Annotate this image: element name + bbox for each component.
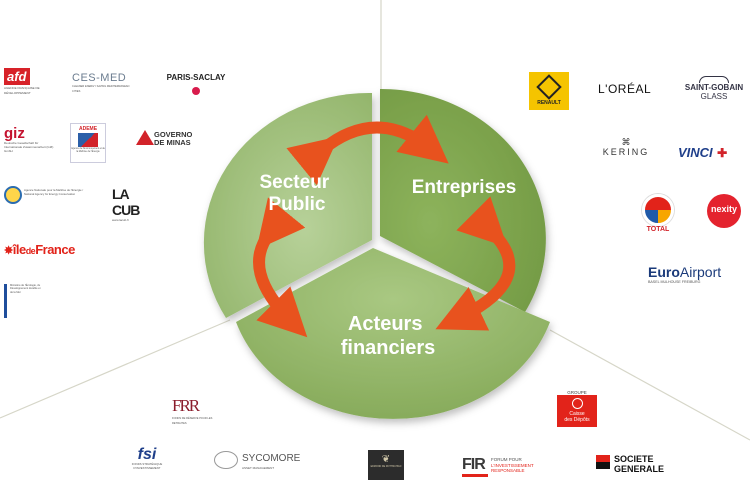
logo-giz: giz Deutsche Gesellschaft für Internatio… [4, 126, 56, 153]
rothschild-sub: EDMOND DE ROTHSCHILD [370, 465, 402, 468]
kering-owl-icon: ⌘ [621, 137, 631, 147]
anme-sub: Agence Nationale pour la Maîtrise de l'E… [24, 188, 84, 196]
flow-arrows [253, 114, 516, 338]
logo-kering: ⌘ KERING [596, 137, 656, 158]
logo-ademe: ADEME Agence de l'Environnement et de la… [70, 123, 106, 163]
giz-mark: giz [4, 125, 25, 142]
euroairport-name1: Euro [648, 264, 680, 280]
fir-sub2: L'INVESTISSEMENT [491, 462, 534, 468]
minas-name2: DE MINAS [154, 138, 191, 147]
la-cub-name: LA CUB [112, 186, 140, 218]
minas-triangle-icon [136, 130, 154, 145]
ademe-name: ADEME [78, 126, 98, 132]
saint-gobain-arch-icon [699, 76, 729, 83]
saint-gobain-name1: SAINT-GOBAIN [684, 83, 744, 92]
afd-sub: AGENCE FRANÇAISE DE DÉVELOPPEMENT [4, 86, 40, 95]
label-acteurs-financiers: Acteurs financiers [341, 313, 435, 359]
total-swirl-icon [642, 194, 674, 226]
renault-name: RENAULT [537, 100, 561, 106]
caisse-groupe: GROUPE [567, 390, 587, 395]
logo-caisse-des-depots: GROUPE Caisse des Dépôts [557, 390, 597, 427]
logo-vinci: VINCI ✚ [678, 144, 748, 162]
kering-name: KERING [602, 147, 650, 157]
sg-square-icon [596, 455, 610, 469]
fir-sub1: FORUM POUR [491, 457, 522, 462]
divider-lines [0, 0, 750, 441]
label-secteur-public: Secteur Public [260, 172, 335, 215]
logo-ces-med: CES-MED CLEANER ENERGY SAVING MEDITERRAN… [72, 72, 136, 94]
logo-ile-de-france: ✸îledeFrance [4, 242, 104, 257]
vinci-cross-icon: ✚ [717, 146, 728, 160]
logo-total: TOTAL [640, 194, 676, 233]
sycomore-tree-icon [214, 451, 238, 469]
logo-euroairport: EuroAirport BASEL MULHOUSE FREIBURG [648, 264, 748, 285]
ministere-sub: Ministère de l'Écologie, du Développemen… [10, 284, 41, 294]
total-name: TOTAL [646, 226, 670, 233]
caisse-name1: Caisse [569, 411, 585, 417]
sg-name2: GENERALE [614, 464, 665, 474]
fsi-mark: fsi [137, 446, 157, 463]
la-cub-sub: www.lacub.fr [112, 218, 130, 222]
ces-med-name: CES-MED [72, 72, 127, 84]
afd-mark: afd [4, 68, 30, 85]
logo-nexity: nexity [707, 194, 741, 228]
rothschild-emblem-icon: ❦ [381, 454, 391, 465]
logo-ministere: Ministère de l'Écologie, du Développemen… [4, 284, 43, 318]
fsi-sub: FONDS STRATÉGIQUE D'INVESTISSEMENT [131, 462, 163, 470]
euroairport-sub: BASEL MULHOUSE FREIBURG [648, 280, 701, 284]
frr-sub: FONDS DE RÉSERVE POUR LES RETRAITES [172, 417, 213, 425]
arrow-public-entreprises [286, 114, 449, 186]
logo-la-cub: LA CUB www.lacub.fr [112, 186, 152, 223]
logo-afd: afd AGENCE FRANÇAISE DE DÉVELOPPEMENT [4, 68, 46, 96]
saclay-name: PARIS-SACLAY [166, 73, 226, 82]
logo-renault: RENAULT [529, 72, 569, 110]
idf-part3: France [35, 242, 75, 257]
idf-star-icon: ✸ [4, 245, 13, 257]
arrow-public-financiers [253, 197, 308, 338]
ademe-sub: Agence de l'Environnement et de la Maîtr… [71, 148, 105, 153]
frr-mark: FRR [172, 396, 200, 415]
logo-paris-saclay: PARIS-SACLAY [166, 73, 226, 95]
sg-name1: SOCIETE [614, 454, 654, 464]
logo-edmond-de-rothschild: ❦ EDMOND DE ROTHSCHILD [368, 450, 404, 480]
logo-fsi: fsi FONDS STRATÉGIQUE D'INVESTISSEMENT [118, 447, 176, 470]
caisse-emblem-icon [571, 398, 583, 409]
fir-bar-icon [462, 474, 488, 477]
label-entreprises: Entreprises [412, 177, 517, 198]
giz-sub: Deutsche Gesellschaft für Internationale… [4, 141, 54, 153]
minas-name1: GOVERNO [154, 130, 193, 139]
anme-emblem-icon [4, 186, 22, 204]
arrow-entreprises-financiers [435, 196, 516, 331]
idf-part1: île [12, 242, 26, 257]
caisse-name2: des Dépôts [564, 417, 590, 423]
nexity-name: nexity [710, 204, 737, 214]
ces-med-sub: CLEANER ENERGY SAVING MEDITERRANEAN CITI… [72, 85, 130, 93]
ademe-emblem-icon [78, 133, 98, 147]
logo-saint-gobain: SAINT-GOBAIN GLASS [680, 76, 748, 101]
saclay-dot-icon [192, 87, 200, 95]
saint-gobain-name2: GLASS [700, 92, 728, 101]
logo-frr: FRR FONDS DE RÉSERVE POUR LES RETRAITES [172, 396, 218, 426]
vinci-name: VINCI [678, 145, 713, 160]
fir-mark: FIR [462, 456, 486, 473]
idf-part2: de [25, 246, 36, 256]
sycomore-name: SYCOMORE [242, 453, 301, 464]
fir-sub3: RESPONSABLE [491, 468, 525, 473]
loreal-name: L'ORÉAL [598, 82, 652, 96]
logo-loreal: L'ORÉAL [598, 82, 668, 96]
renault-diamond-icon [536, 74, 562, 100]
euroairport-name2: Airport [679, 264, 722, 280]
sycomore-sub: ASSET MANAGEMENT [242, 466, 275, 470]
